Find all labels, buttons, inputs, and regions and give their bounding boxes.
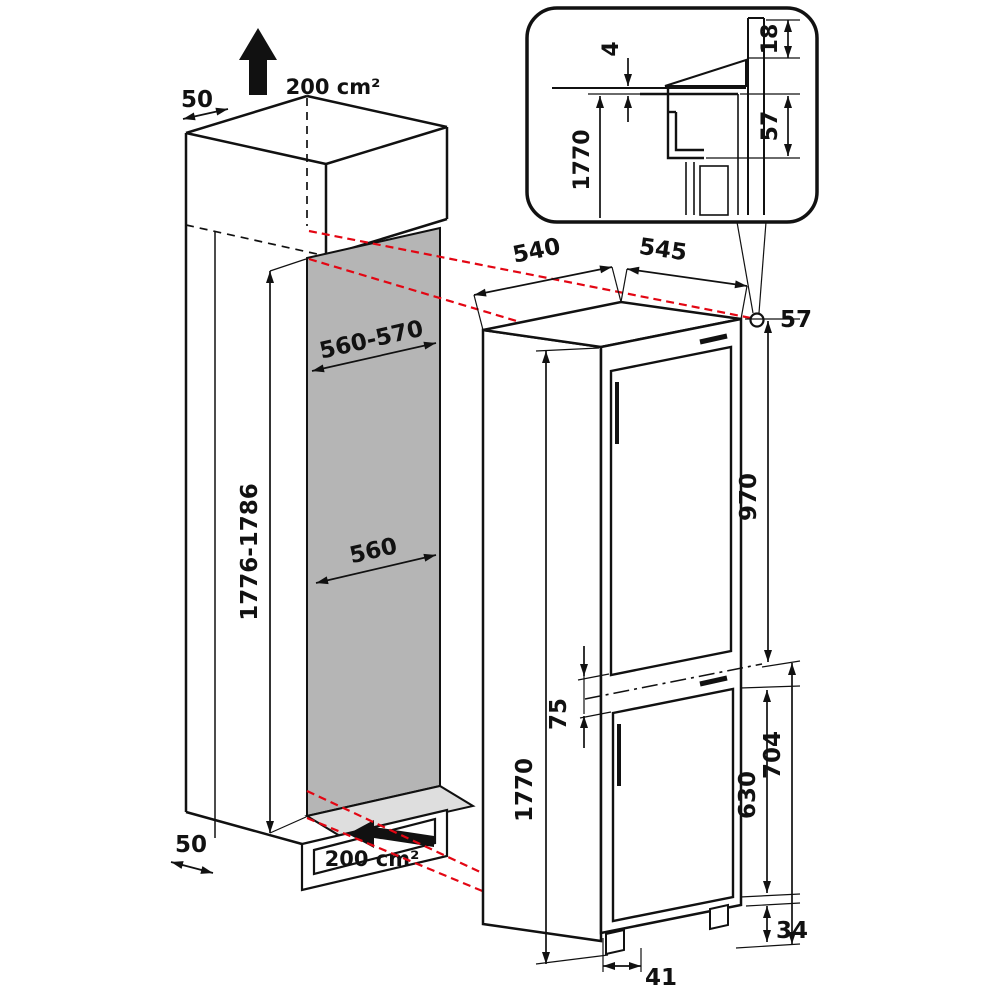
appliance-foot — [709, 903, 729, 931]
dim-label-foot-inset: 41 — [645, 965, 677, 991]
inset-detail: 4 18 57 1770 — [525, 6, 819, 224]
dim-label-top-clearance: 50 — [181, 87, 213, 113]
dim-label-top-panel: 18 — [758, 24, 783, 55]
dim-label-top-ventilation: 200 cm² — [286, 75, 381, 99]
hinge-point-marker — [749, 312, 765, 328]
dim-label-door-gap: 75 — [546, 698, 572, 730]
top-hinge-mark — [699, 333, 728, 345]
niche-floor — [304, 784, 476, 838]
mid-hinge-mark — [699, 675, 728, 687]
dim-label-height: 1770 — [512, 758, 538, 822]
vent-arrow-left-icon — [348, 820, 434, 848]
niche-drawing: 50 200 cm² 560-570 560 1776-1786 50 200 … — [170, 28, 476, 892]
dim-label-feet-height: 34 — [776, 918, 808, 944]
dim-label-freezer-door: 630 — [735, 771, 761, 819]
dim-label-hinge-clearance: 57 — [758, 111, 783, 142]
worktop-edge — [664, 58, 747, 87]
dim-label-lower-section: 704 — [760, 731, 786, 779]
dim-label-width: 545 — [637, 234, 688, 266]
inset-dimensions: 4 18 57 1770 — [570, 19, 800, 218]
appliance-side-face — [481, 328, 603, 943]
dim-label-depth: 540 — [510, 234, 562, 269]
inset-leader-lines — [736, 221, 767, 314]
vent-arrow-up-icon — [239, 28, 277, 95]
dim-label-gap: 4 — [599, 41, 624, 56]
appliance-drawing: 540 545 57 1770 970 75 — [473, 234, 812, 991]
dim-label-inset-height: 1770 — [570, 129, 595, 190]
appliance-dimensions: 540 545 57 1770 970 75 — [473, 234, 812, 991]
door-split-centerline — [584, 663, 763, 700]
dim-label-height-range: 1776-1786 — [237, 483, 263, 621]
dim-label-bottom-clearance: 50 — [175, 832, 207, 858]
fridge-door — [609, 345, 733, 677]
dim-label-upper-section: 970 — [736, 473, 762, 521]
dim-label-hinge-offset: 57 — [780, 307, 812, 333]
appliance-foot — [605, 928, 625, 956]
freezer-door — [611, 687, 735, 923]
